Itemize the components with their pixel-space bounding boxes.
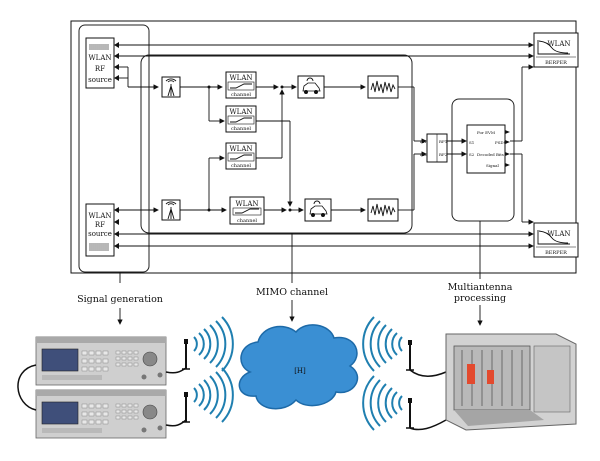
receiver-decoded-bits-label: Decoded Bits	[477, 152, 504, 157]
receiver-for-evm-label: For EVM	[477, 130, 495, 135]
mimo-channel-cloud-icon: [H]	[238, 324, 359, 410]
transmit-antenna-1-icon	[161, 76, 181, 98]
rx-waves-1-icon	[362, 316, 403, 372]
mimo-channel-frame	[140, 54, 413, 234]
combiner-rf1-label: RF1	[439, 139, 447, 144]
caption-multiantenna-line2: processing	[454, 293, 506, 304]
fading-vehicle-2-icon	[304, 198, 332, 222]
tx-waves-1-icon	[193, 316, 234, 372]
signal-generator-lower	[35, 389, 167, 439]
multiantenna-frame	[451, 98, 515, 222]
awgn-noise-1-icon	[367, 75, 399, 99]
wlan-channel-1-line1: WLAN	[229, 74, 252, 82]
wlan-channel-1-line2: channel	[231, 92, 251, 98]
rf-combiner-block: In1 In2 RF1 RF2	[420, 133, 448, 163]
berper-top-line2: BERPER	[545, 60, 567, 66]
signal-generator-upper	[35, 336, 167, 386]
berper-bottom-line2: BERPER	[545, 250, 567, 256]
combiner-rf2-label: RF2	[439, 152, 448, 157]
berper-bottom-line1: WLAN	[547, 230, 570, 238]
wlan-rf-source-top-line1: WLAN	[88, 54, 111, 62]
pxi-chassis	[445, 333, 577, 431]
fading-vehicle-1-icon	[297, 75, 325, 99]
receiver-s1-label: S1	[469, 140, 474, 145]
wlan-channel-block-1: WLAN channel	[225, 71, 257, 99]
wlan-rf-source-top: WLAN RF source	[85, 37, 119, 89]
wlan-rf-source-bottom-line1: WLAN	[88, 212, 111, 220]
awgn-noise-2-icon	[367, 198, 399, 222]
reference-lines	[119, 42, 534, 249]
signal-generation-frame	[78, 24, 150, 273]
wlan-berper-bottom: WLAN BERPER	[533, 222, 579, 258]
wlan-channel-3-line1: WLAN	[229, 145, 252, 153]
rx-waves-2-icon	[362, 375, 403, 431]
wlan-channel-block-3: WLAN channel	[225, 142, 257, 170]
rx-antenna-mast-1-icon	[405, 339, 415, 371]
receiver-s2-label: S2	[469, 152, 475, 157]
cloud-h-label: [H]	[294, 367, 306, 375]
wlan-channel-2-line2: channel	[231, 126, 251, 132]
wlan-channel-4-line2: channel	[237, 218, 257, 224]
berper-top-line1: WLAN	[547, 40, 570, 48]
wlan-channel-4-line1: WLAN	[235, 200, 258, 208]
wlan-rf-source-top-line3: source	[88, 76, 112, 84]
tx-antenna-mast-1-icon	[181, 338, 191, 370]
wlan-channel-block-4: WLAN channel	[229, 196, 265, 225]
caption-multiantenna-line1: Multiantenna	[448, 282, 513, 293]
wlan-rf-source-bottom: WLAN RF source	[85, 203, 119, 257]
tx-antenna-mast-2-icon	[181, 391, 191, 423]
transmit-antenna-2-icon	[161, 199, 181, 221]
wlan-channel-3-line2: channel	[231, 163, 251, 169]
wlan-rf-source-bottom-line2: RF	[95, 221, 105, 229]
combiner-in2-label: In2	[420, 152, 427, 157]
receiver-psdu-label: PSDU	[495, 140, 508, 145]
wlan-rf-source-top-line2: RF	[95, 65, 105, 73]
caption-signal-generation: Signal generation	[77, 294, 163, 305]
receiver-block: For EVM S1 PSDU S2 Decoded Bits Signal	[466, 124, 510, 174]
wlan-channel-block-2: WLAN channel	[225, 105, 257, 133]
combiner-in1-label: In1	[420, 139, 427, 144]
rx-antenna-mast-2-icon	[405, 397, 415, 429]
receiver-signal-label: Signal	[486, 163, 500, 168]
tx-waves-2-icon	[193, 367, 234, 423]
wlan-berper-top: WLAN BERPER	[533, 32, 579, 68]
wlan-channel-2-line1: WLAN	[229, 108, 252, 116]
caption-mimo-channel: MIMO channel	[256, 287, 328, 298]
generator-cable	[17, 364, 37, 411]
wlan-rf-source-bottom-line3: source	[88, 230, 112, 238]
